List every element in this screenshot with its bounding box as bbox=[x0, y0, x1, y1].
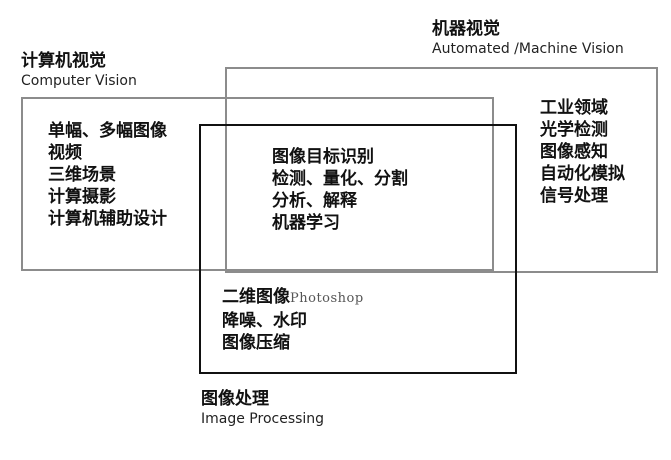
computer-vision-item: 计算摄影 bbox=[48, 187, 116, 207]
image-processing-item-text: 二维图像 bbox=[222, 287, 290, 307]
computer-vision-label: 计算机视觉 Computer Vision bbox=[21, 50, 137, 90]
computer-vision-title-en: Computer Vision bbox=[21, 73, 137, 89]
image-processing-items: 二维图像Photoshop 降噪、水印 图像压缩 bbox=[222, 286, 364, 354]
machine-vision-item: 信号处理 bbox=[540, 186, 608, 206]
image-processing-item: 二维图像Photoshop bbox=[222, 286, 364, 310]
overlap-item: 分析、解释 bbox=[272, 191, 357, 211]
machine-vision-item: 自动化模拟 bbox=[540, 164, 625, 184]
image-processing-label: 图像处理 Image Processing bbox=[201, 388, 324, 428]
computer-vision-items: 单幅、多幅图像 视频 三维场景 计算摄影 计算机辅助设计 bbox=[48, 120, 167, 230]
image-processing-title-zh: 图像处理 bbox=[201, 389, 269, 409]
photoshop-label: Photoshop bbox=[290, 291, 364, 306]
machine-vision-title-en: Automated /Machine Vision bbox=[432, 41, 624, 57]
image-processing-item: 图像压缩 bbox=[222, 333, 290, 353]
computer-vision-title-zh: 计算机视觉 bbox=[21, 51, 106, 71]
overlap-item: 图像目标识别 bbox=[272, 147, 374, 167]
computer-vision-item: 视频 bbox=[48, 143, 82, 163]
machine-vision-item: 图像感知 bbox=[540, 142, 608, 162]
computer-vision-item: 三维场景 bbox=[48, 165, 116, 185]
overlap-item: 检测、量化、分割 bbox=[272, 169, 408, 189]
computer-vision-item: 单幅、多幅图像 bbox=[48, 121, 167, 141]
image-processing-title-en: Image Processing bbox=[201, 411, 325, 427]
computer-vision-item: 计算机辅助设计 bbox=[48, 209, 167, 229]
image-processing-region bbox=[199, 124, 517, 374]
computer-vision-region bbox=[21, 97, 494, 271]
machine-vision-title-zh: 机器视觉 bbox=[432, 19, 500, 39]
image-processing-item: 降噪、水印 bbox=[222, 311, 307, 331]
machine-vision-region bbox=[225, 67, 658, 273]
machine-vision-item: 光学检测 bbox=[540, 120, 608, 140]
machine-vision-label: 机器视觉 Automated /Machine Vision bbox=[432, 18, 624, 58]
overlap-item: 机器学习 bbox=[272, 213, 340, 233]
machine-vision-items: 工业领域 光学检测 图像感知 自动化模拟 信号处理 bbox=[540, 97, 625, 207]
overlap-items: 图像目标识别 检测、量化、分割 分析、解释 机器学习 bbox=[272, 146, 408, 234]
machine-vision-item: 工业领域 bbox=[540, 98, 608, 118]
